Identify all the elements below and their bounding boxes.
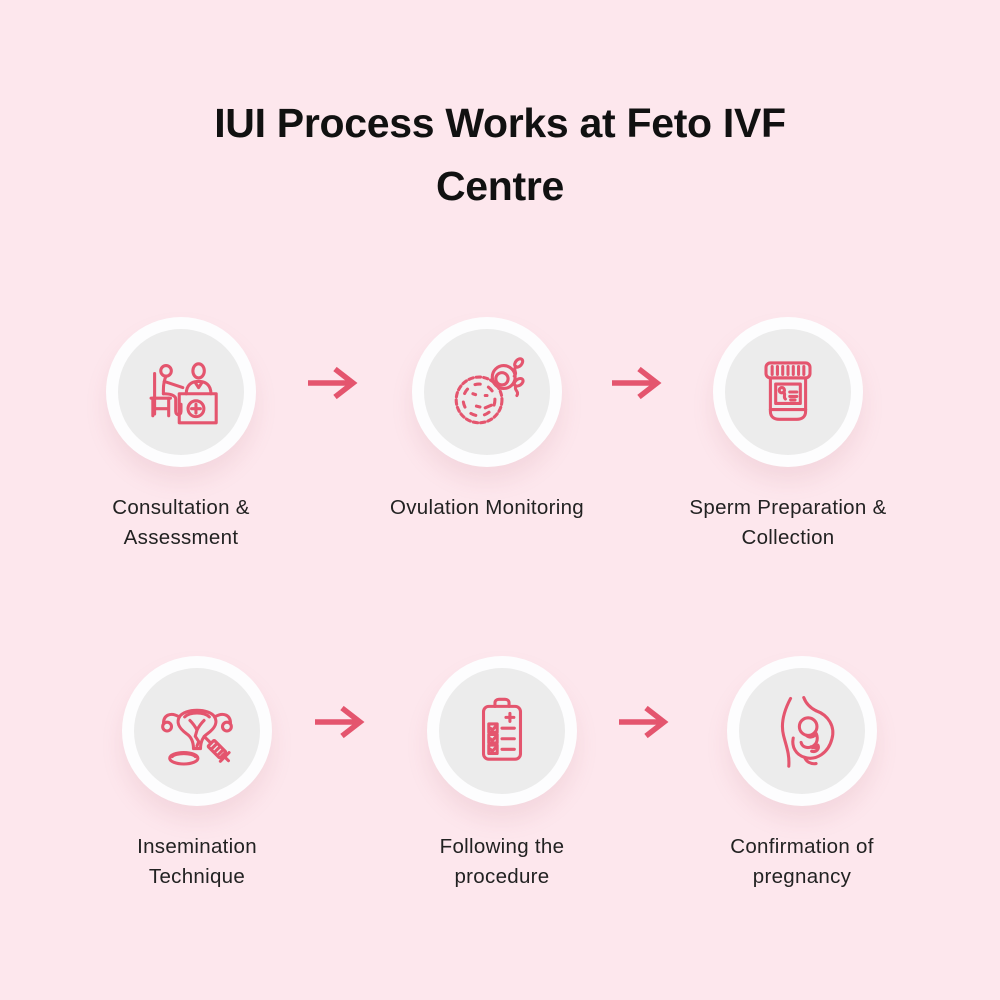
step-circle [122, 656, 272, 806]
doctor-consultation-icon [149, 362, 218, 425]
step-label: Insemination Technique [137, 832, 257, 892]
step-label-line1: Insemination [137, 835, 257, 858]
arrow-right-icon [619, 705, 669, 739]
step-circle-inner [118, 329, 244, 455]
step-label-line2: Collection [741, 526, 835, 549]
arrow-right-icon [612, 366, 662, 400]
arrow-right-icon [308, 366, 358, 400]
step-ovulation-monitoring: Ovulation Monitoring [347, 317, 627, 523]
step-circle-inner [134, 668, 260, 794]
step-label: Consultation & Assessment [112, 493, 250, 553]
page-title-line1: IUI Process Works at Feto IVF [214, 100, 786, 146]
step-label-line1: Ovulation Monitoring [389, 496, 584, 519]
step-circle [412, 317, 562, 467]
step-label-line2: procedure [454, 865, 550, 888]
checklist-clipboard-icon [481, 697, 523, 761]
step-label-line1: Confirmation of [730, 835, 874, 858]
step-label: Confirmation of pregnancy [730, 832, 874, 892]
step-insemination-technique: Insemination Technique [57, 656, 337, 892]
mother-fetus-icon [780, 696, 835, 768]
step-circle [713, 317, 863, 467]
step-confirmation-pregnancy: Confirmation of pregnancy [662, 656, 942, 892]
step-consultation-assessment: Consultation & Assessment [41, 317, 321, 553]
step-circle-inner [424, 329, 550, 455]
step-sperm-preparation-collection: Sperm Preparation & Collection [648, 317, 928, 553]
step-label-line1: Sperm Preparation & [689, 496, 887, 519]
sample-container-icon [764, 361, 812, 421]
uterus-syringe-icon [161, 708, 233, 766]
step-label-line2: Assessment [123, 526, 239, 549]
page-title-line2: Centre [435, 163, 565, 209]
arrow-right-icon [315, 705, 365, 739]
step-label-line2: Technique [148, 865, 246, 888]
step-label-line2: pregnancy [752, 865, 852, 888]
step-circle [727, 656, 877, 806]
step-circle-inner [439, 668, 565, 794]
step-circle-inner [725, 329, 851, 455]
step-label: Sperm Preparation & Collection [689, 493, 886, 553]
step-label: Following the procedure [440, 832, 565, 892]
ovulation-egg-icon [454, 357, 525, 425]
step-label: Ovulation Monitoring [390, 493, 584, 523]
step-circle [106, 317, 256, 467]
page-title: IUI Process Works at Feto IVF Centre [0, 92, 1000, 218]
step-following-procedure: Following the procedure [362, 656, 642, 892]
step-circle-inner [739, 668, 865, 794]
step-label-line1: Following the [439, 835, 565, 858]
step-circle [427, 656, 577, 806]
step-label-line1: Consultation & [112, 496, 250, 519]
